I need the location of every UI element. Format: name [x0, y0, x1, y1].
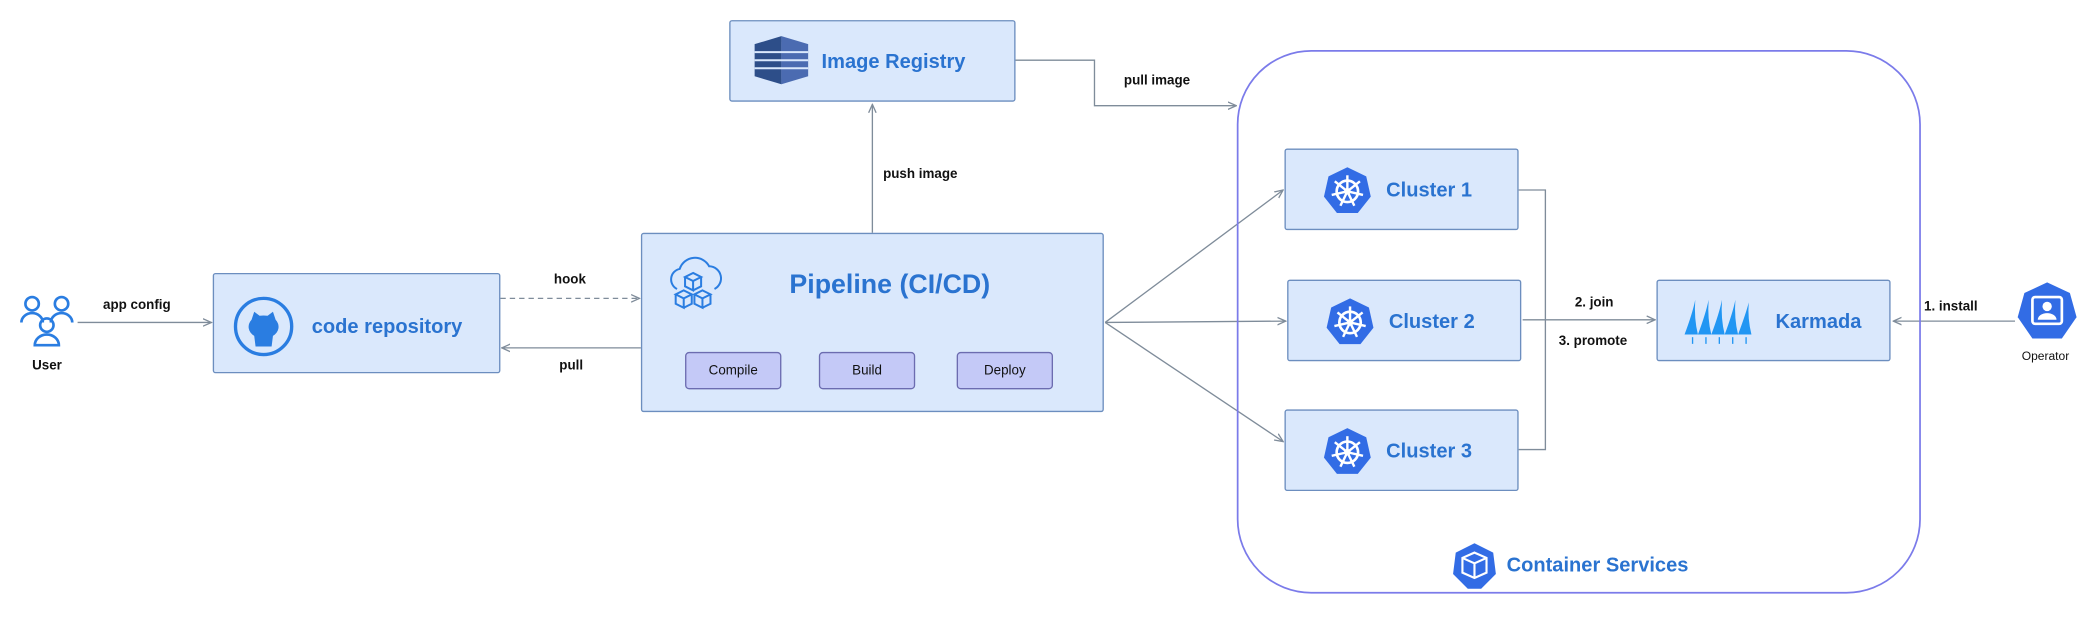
image-registry-label: Image Registry — [821, 50, 966, 74]
edge-pipeline-cluster1 — [1104, 190, 1283, 323]
cluster-1-node[interactable]: Cluster 1 — [1284, 148, 1519, 231]
registry-icon — [754, 36, 809, 85]
stage-build[interactable]: Build — [818, 351, 916, 390]
cluster-3-label: Cluster 3 — [1386, 440, 1473, 463]
karmada-sails-icon — [1684, 299, 1752, 344]
user-label: User — [32, 358, 62, 374]
pipeline-label: Pipeline (CI/CD) — [789, 270, 991, 300]
container-services-boundary — [1236, 49, 1921, 594]
code-repository-label: code repository — [311, 315, 463, 339]
edge-label-promote: 3. promote — [1558, 334, 1628, 350]
edge-label-pull: pull — [559, 358, 584, 374]
cluster-2-label: Cluster 2 — [1388, 310, 1475, 334]
edge-label-hook: hook — [553, 272, 586, 288]
code-repository-node[interactable]: code repository — [212, 272, 501, 374]
edge-pipeline-cluster3 — [1104, 321, 1283, 441]
edge-label-push-image: push image — [883, 167, 958, 182]
stage-compile[interactable]: Compile — [685, 351, 782, 390]
kubernetes-icon — [1326, 298, 1374, 345]
edge-pipeline-cluster2 — [1105, 321, 1286, 322]
cluster-3-node[interactable]: Cluster 3 — [1284, 409, 1519, 492]
cloud-cubes-icon — [670, 256, 723, 310]
edge-pull-image — [1015, 59, 1237, 105]
operator-icon — [2017, 282, 2077, 339]
github-icon — [233, 296, 294, 357]
karmada-label: Karmada — [1775, 310, 1862, 334]
cluster-1-label: Cluster 1 — [1386, 179, 1473, 203]
karmada-node[interactable]: Karmada — [1656, 279, 1891, 362]
users-icon — [20, 295, 74, 347]
kubernetes-icon — [1323, 167, 1371, 214]
operator-label: Operator — [2021, 349, 2070, 363]
cluster-2-node[interactable]: Cluster 2 — [1287, 279, 1522, 362]
edge-label-app-config: app config — [103, 298, 171, 314]
container-services-label: Container Services — [1506, 553, 1689, 577]
pipeline-node[interactable]: Pipeline (CI/CD) Compile Build Deploy — [640, 232, 1104, 413]
container-cube-icon — [1453, 543, 1496, 589]
edge-label-join: 2. join — [1574, 295, 1614, 311]
edge-label-pull-image: pull image — [1123, 73, 1191, 89]
edge-label-install: 1. install — [1924, 299, 1978, 315]
kubernetes-icon — [1323, 428, 1371, 474]
image-registry-node[interactable]: Image Registry — [729, 20, 1016, 102]
stage-deploy[interactable]: Deploy — [956, 351, 1054, 390]
